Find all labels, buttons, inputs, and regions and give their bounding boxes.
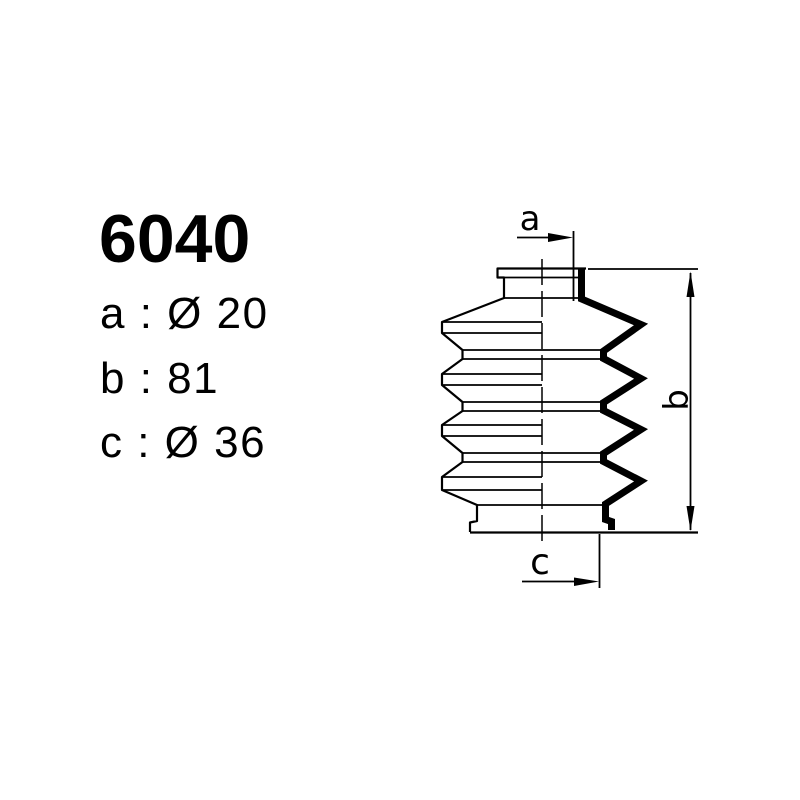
dim-label-c: c <box>530 542 550 583</box>
dim-c-arrowhead <box>574 577 599 586</box>
dimension-c: c <box>522 534 601 588</box>
dim-label-a: a <box>520 199 541 239</box>
boot-outline-left <box>440 267 586 532</box>
dim-a-arrowhead <box>548 233 573 242</box>
dimension-b: b <box>588 268 698 531</box>
dim-label-b: b <box>657 389 697 411</box>
spec-line-c: c : Ø 36 <box>100 418 267 467</box>
crest-edge-lines <box>442 321 542 491</box>
boot-section-right <box>578 268 649 530</box>
neck-edge-lines <box>497 276 578 299</box>
part-number: 6040 <box>99 201 251 277</box>
spec-line-b: b : 81 <box>100 354 220 403</box>
dim-b-arrowhead-bottom <box>686 506 695 531</box>
spec-line-a: a : Ø 20 <box>100 289 269 338</box>
dimension-a: a <box>517 199 575 301</box>
dim-b-arrowhead-top <box>686 271 695 297</box>
valley-edge-lines <box>462 349 602 506</box>
